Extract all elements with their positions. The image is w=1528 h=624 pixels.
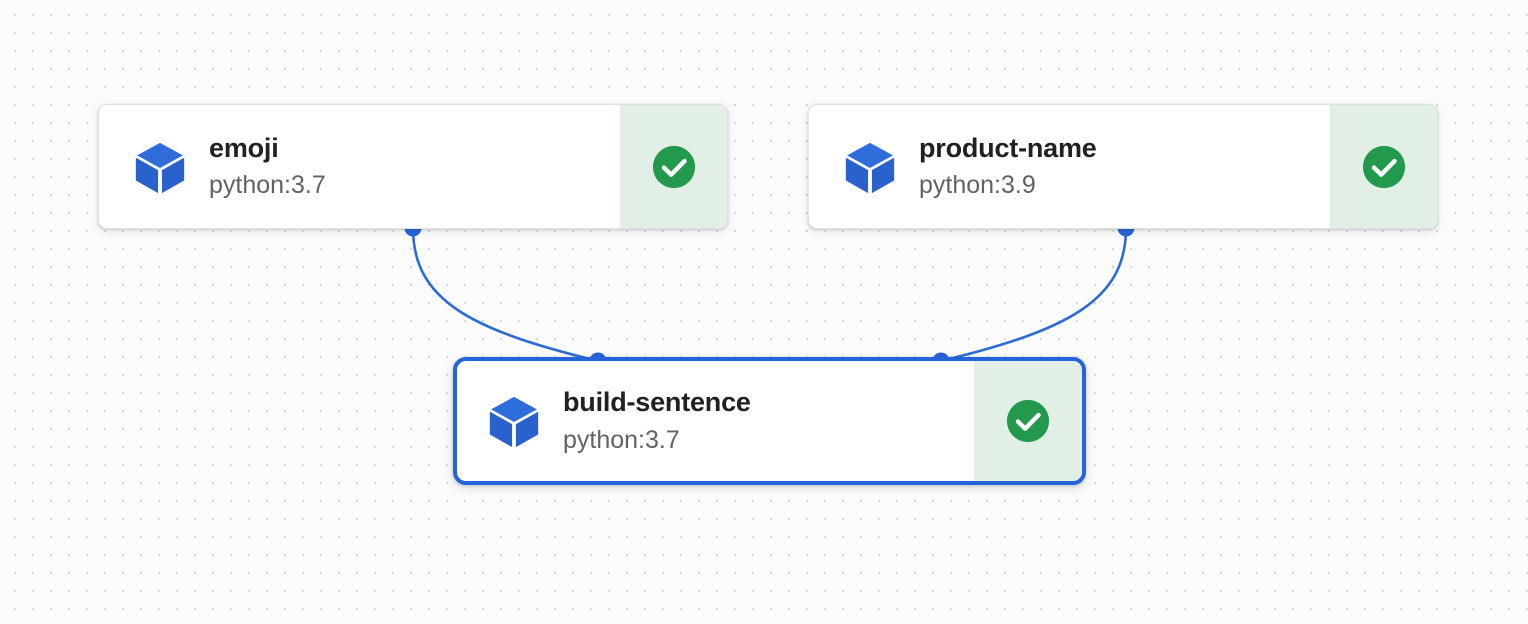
cube-icon (485, 392, 543, 450)
cube-icon (841, 138, 899, 196)
cube-icon (131, 138, 189, 196)
node-subtitle: python:3.9 (919, 171, 1036, 200)
edge-emoji-to-build-sentence[interactable] (411, 226, 600, 363)
check-circle-icon (1362, 145, 1405, 188)
graph-node-build-sentence[interactable]: build-sentence python:3.7 (453, 357, 1086, 485)
node-body: product-name python:3.9 (809, 105, 1330, 228)
status-panel[interactable] (1330, 105, 1437, 228)
edge-product-name-to-build-sentence[interactable] (939, 226, 1128, 363)
node-title: product-name (919, 132, 1097, 163)
node-title: build-sentence (563, 387, 751, 418)
node-body: build-sentence python:3.7 (457, 361, 974, 481)
node-text: build-sentence python:3.7 (563, 387, 974, 455)
node-subtitle: python:3.7 (209, 171, 326, 200)
graph-node-emoji[interactable]: emoji python:3.7 (98, 104, 728, 229)
check-circle-icon (1006, 399, 1050, 443)
node-title: emoji (209, 132, 279, 163)
node-text: emoji python:3.7 (209, 133, 620, 201)
node-subtitle: python:3.7 (563, 425, 680, 454)
check-circle-icon (652, 145, 695, 188)
status-panel[interactable] (620, 105, 727, 228)
node-text: product-name python:3.9 (919, 133, 1330, 201)
status-panel[interactable] (974, 361, 1082, 481)
node-body: emoji python:3.7 (99, 105, 620, 228)
graph-node-product-name[interactable]: product-name python:3.9 (808, 104, 1438, 229)
